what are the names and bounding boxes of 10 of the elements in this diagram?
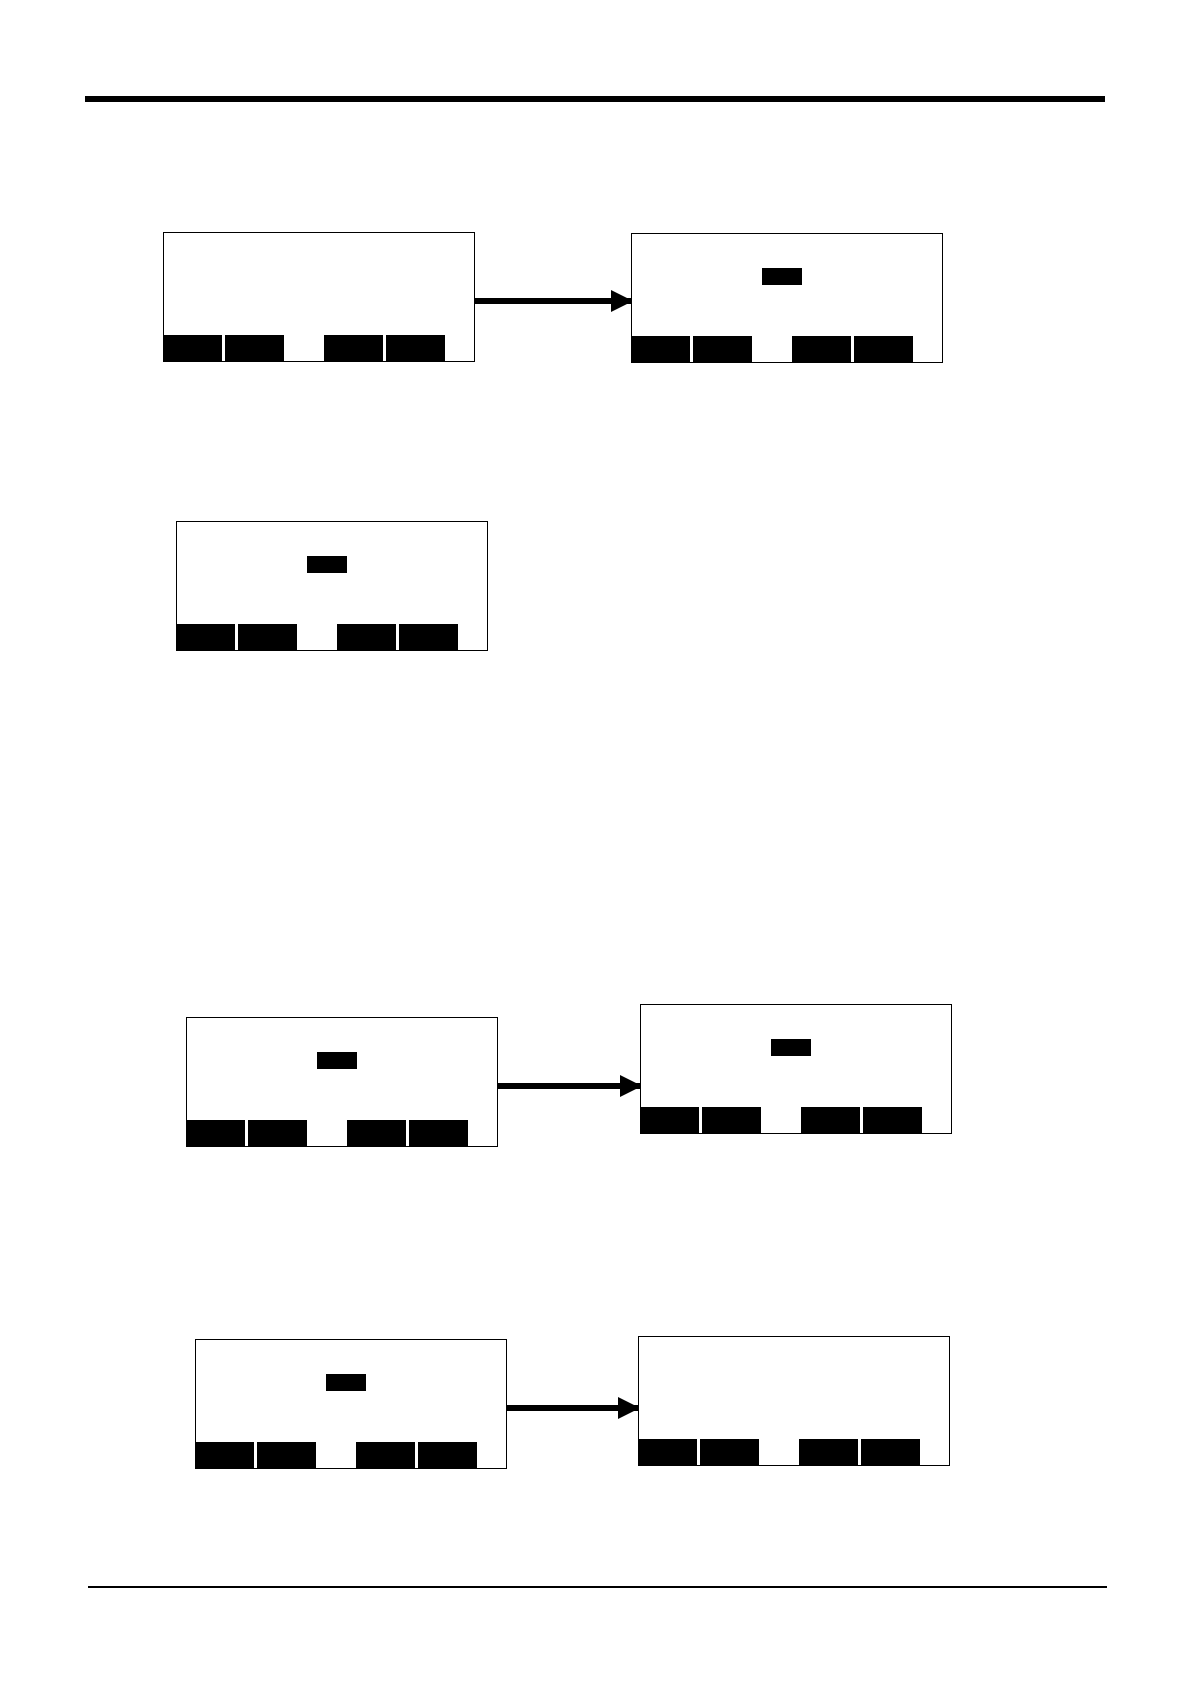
display-screen — [163, 232, 475, 362]
display-screen — [176, 521, 488, 651]
display-screen — [640, 1004, 952, 1134]
display-screen — [631, 233, 943, 363]
display-screen — [186, 1017, 498, 1147]
arrow — [507, 1397, 640, 1419]
display-screen — [195, 1339, 507, 1469]
arrow — [475, 290, 633, 312]
display-screen — [638, 1336, 950, 1466]
arrow — [498, 1075, 642, 1097]
